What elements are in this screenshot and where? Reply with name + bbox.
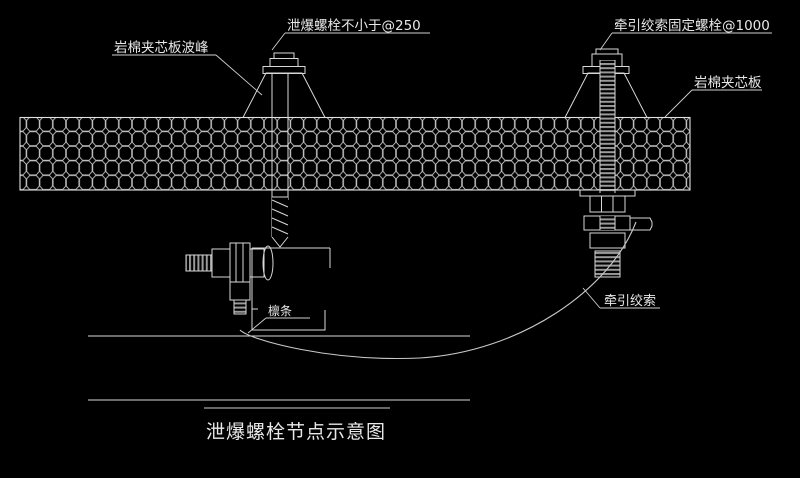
cable-bolt-nut-stack	[579, 189, 653, 278]
vent-bolt-head-left	[262, 52, 306, 74]
panel-crest-left	[242, 72, 326, 118]
sandwich-panel-body	[19, 116, 691, 191]
traction-cable-curve	[239, 221, 637, 360]
purlin-channel	[251, 247, 331, 331]
label-sandwich-panel: 岩棉夹芯板	[694, 75, 762, 91]
label-cable-fix-bolt: 牵引绞索固定螺栓@1000	[614, 17, 770, 34]
purlin-bolt-assembly	[185, 242, 274, 315]
label-purlin: 檩条	[268, 303, 292, 318]
vent-bolt-shank-left	[271, 73, 289, 248]
drawing-title: 泄爆螺栓节点示意图	[206, 421, 386, 443]
label-traction-cable: 牵引绞索	[604, 293, 656, 309]
cable-bolt-threaded-rod	[599, 60, 616, 193]
label-panel-crest: 岩棉夹芯板波峰	[114, 40, 209, 56]
label-vent-bolt: 泄爆螺栓不小于@250	[287, 18, 421, 34]
